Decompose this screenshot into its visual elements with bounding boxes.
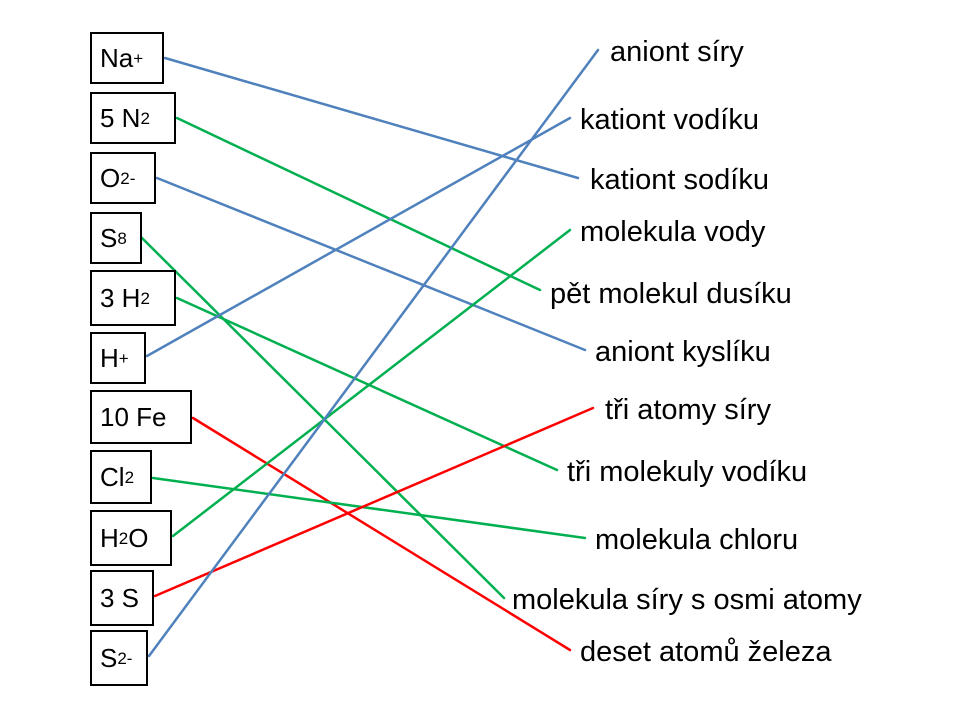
formula-base: H bbox=[100, 523, 119, 553]
formula-box: H+ bbox=[90, 332, 146, 384]
description-label: aniont kyslíku bbox=[595, 336, 771, 368]
description-label: molekula vody bbox=[580, 216, 766, 248]
description-label: aniont síry bbox=[610, 36, 744, 68]
connection-line bbox=[153, 406, 595, 598]
connection-line bbox=[155, 176, 587, 352]
description-label: tři atomy síry bbox=[605, 394, 771, 426]
connection-line bbox=[175, 296, 559, 472]
formula-subscript: 2 bbox=[124, 467, 135, 487]
description-label: molekula síry s osmi atomy bbox=[512, 584, 862, 616]
formula-base: Na bbox=[100, 43, 134, 73]
connection-line bbox=[145, 116, 572, 358]
description-label: tři molekuly vodíku bbox=[567, 456, 808, 488]
description-label: kationt vodíku bbox=[580, 104, 759, 136]
description-label: deset atomů železa bbox=[580, 636, 832, 668]
formula-subscript: 8 bbox=[117, 228, 127, 248]
connection-line bbox=[147, 48, 600, 658]
formula-base: 3 S bbox=[100, 583, 140, 613]
formula-base: 3 H bbox=[100, 283, 141, 313]
formula-box: 3 S bbox=[90, 570, 154, 626]
description-label: kationt sodíku bbox=[590, 164, 769, 196]
formula-superscript: + bbox=[133, 48, 144, 68]
formula-base: S bbox=[100, 223, 118, 253]
formula-superscript: 2- bbox=[117, 648, 133, 668]
description-label: molekula chloru bbox=[595, 524, 799, 556]
connection-line bbox=[175, 116, 542, 292]
formula-base: S bbox=[100, 643, 118, 673]
description-label: pět molekul dusíku bbox=[550, 278, 792, 310]
formula-subscript: 2 bbox=[140, 288, 150, 308]
connection-line bbox=[171, 228, 572, 538]
connection-line bbox=[191, 416, 572, 652]
connection-line bbox=[140, 236, 506, 600]
formula-box: 10 Fe bbox=[90, 390, 192, 444]
formula-superscript: + bbox=[118, 348, 129, 368]
formula-base: 5 N bbox=[100, 103, 141, 133]
formula-superscript: 2- bbox=[120, 168, 136, 188]
formula-base: Cl bbox=[100, 462, 125, 492]
formula-subscript: 2 bbox=[140, 108, 150, 128]
formula-subscript: 2 bbox=[118, 528, 129, 548]
connection-line bbox=[163, 56, 580, 180]
formula-box: Na+ bbox=[90, 32, 164, 84]
formula-tail: O bbox=[128, 523, 149, 553]
formula-base: H bbox=[100, 343, 119, 373]
connection-line bbox=[151, 476, 587, 540]
formula-base: 10 Fe bbox=[100, 402, 167, 432]
formula-base: O bbox=[100, 163, 121, 193]
